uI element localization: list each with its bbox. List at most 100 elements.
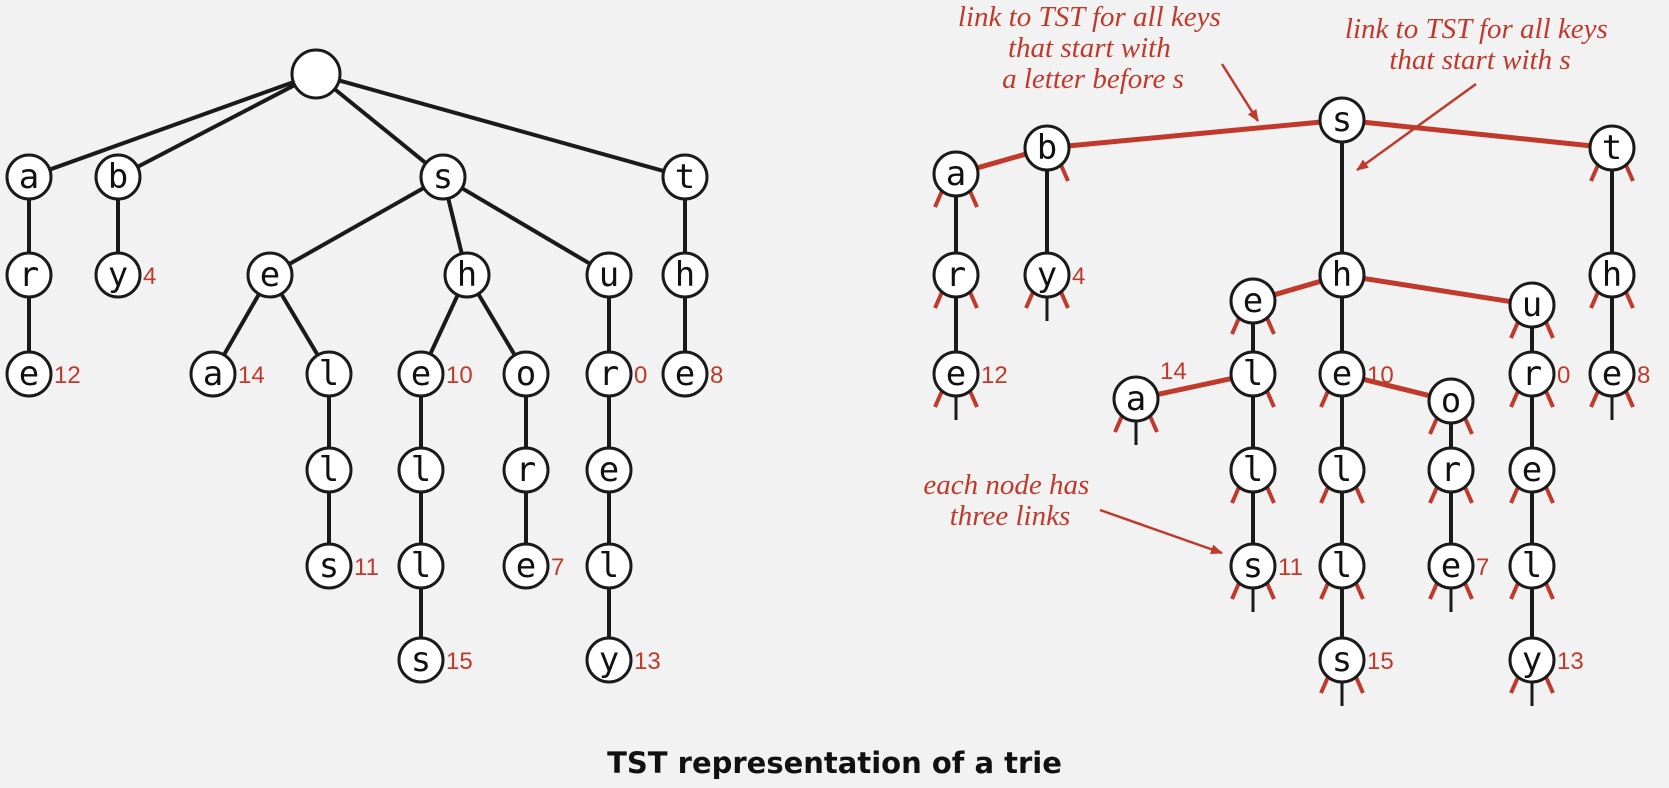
trie-node-sells: s 11 <box>305 542 379 590</box>
tst-node-sea: a14 <box>1112 358 1187 423</box>
tst-null-left-link <box>1428 417 1439 435</box>
annotation-three-links-line-2: three links <box>950 500 1071 532</box>
trie-node-letter: t <box>675 157 695 197</box>
annotation-three-links-line-1: each node has <box>923 469 1089 501</box>
tst-node-letter: s <box>1243 546 1263 586</box>
tst-null-left-link <box>1319 486 1330 504</box>
tst-node-b: b <box>1023 124 1071 172</box>
trie-node-circle <box>585 350 633 398</box>
tst-node-letter: l <box>1522 546 1542 586</box>
tst-node-circle <box>1508 542 1556 590</box>
trie-node-root <box>290 48 342 100</box>
tst-node-letter: e <box>1243 281 1263 321</box>
annotation-start-with-s-line-1: link to TST for all keys <box>1345 13 1608 45</box>
tst-null-left-link <box>1589 390 1600 408</box>
annotation-before-s-line-1: link to TST for all keys <box>958 1 1221 33</box>
trie-node-circle <box>305 446 353 494</box>
tst-node-sure: e <box>1508 446 1556 494</box>
tst-null-right-link <box>1265 317 1276 335</box>
trie-node-letter: e <box>260 255 280 295</box>
trie-node-circle <box>419 153 467 201</box>
trie-node-s: s <box>419 153 467 201</box>
trie-node-letter: a <box>19 157 39 197</box>
trie-node-circle <box>397 350 445 398</box>
tst-node-se: e <box>1229 277 1277 325</box>
trie-node-letter: s <box>319 546 339 586</box>
trie-value-label: 12 <box>54 362 81 389</box>
tst-null-right-link <box>1354 676 1365 694</box>
trie-node-letter: e <box>411 354 431 394</box>
tst-null-right-link <box>968 390 979 408</box>
tst-null-left-link <box>933 190 944 208</box>
tst-node-th: h <box>1588 251 1636 299</box>
tst-null-right-link <box>1059 164 1070 182</box>
trie-node-letter: e <box>675 354 695 394</box>
trie-node-circle <box>305 350 353 398</box>
tst-node-surel: l <box>1508 542 1556 590</box>
tst-null-right-link <box>1265 486 1276 504</box>
tst-null-left-link <box>1589 291 1600 309</box>
tst-node-circle <box>1318 542 1366 590</box>
trie-node-letter: r <box>599 354 619 394</box>
annotation-before-s-line-2: that start with <box>1008 32 1171 64</box>
tst-null-right-link <box>1059 291 1070 309</box>
trie-node-circle <box>502 350 550 398</box>
trie-node-letter: y <box>599 640 619 680</box>
tst-value-label: 13 <box>1557 648 1584 675</box>
trie-node-letter: y <box>108 255 128 295</box>
tst-node-circle <box>932 150 980 198</box>
trie-value-label: 11 <box>354 554 379 581</box>
trie-node-circle <box>397 446 445 494</box>
trie-node-circle <box>661 251 709 299</box>
tst-value-label: 14 <box>1160 358 1187 385</box>
trie-node-circle <box>246 251 294 299</box>
arrow-start-with-s <box>1356 82 1477 172</box>
trie-node-circle <box>443 251 491 299</box>
tst-null-right-link <box>1544 390 1555 408</box>
tst-value-label: 11 <box>1278 554 1303 581</box>
tst-node-letter: u <box>1522 285 1542 325</box>
trie-node-th: h <box>661 251 709 299</box>
tst-null-right-link <box>1463 417 1474 435</box>
trie-node-circle <box>502 446 550 494</box>
trie-value-label: 7 <box>551 554 564 581</box>
trie-node-letter: l <box>411 450 431 490</box>
trie-edges <box>27 78 687 638</box>
tst-null-right-link <box>1354 582 1365 600</box>
tst-value-label: 12 <box>981 362 1008 389</box>
tst-side-link <box>1362 376 1431 399</box>
trie-node-circle <box>397 542 445 590</box>
tst-node-letter: e <box>1602 354 1622 394</box>
tst-node-circle <box>1229 350 1277 398</box>
trie-edge <box>338 78 665 174</box>
trie-value-label: 15 <box>446 648 473 675</box>
tst-value-label: 0 <box>1557 362 1570 389</box>
tst-null-left-link <box>1230 317 1241 335</box>
tst-node-circle <box>1508 350 1556 398</box>
tst-node-letter: t <box>1602 128 1622 168</box>
tst-node-s: s <box>1318 96 1366 144</box>
trie-node-sell: l <box>305 446 353 494</box>
tst-node-circle <box>1588 124 1636 172</box>
trie-node-letter: r <box>19 255 39 295</box>
trie-edge <box>476 292 517 357</box>
tst-node-t: t <box>1588 124 1636 172</box>
trie-node-letter: a <box>203 354 223 394</box>
tst-node-circle <box>1508 281 1556 329</box>
tst-null-right-link <box>1463 582 1474 600</box>
trie-node-surely: y 13 <box>585 636 661 684</box>
trie-node-letter: e <box>19 354 39 394</box>
trie-value-label: 13 <box>634 648 661 675</box>
svg-text:link to TST for all keys: link to TST for all keys that start with… <box>958 1 1228 95</box>
tst-null-right-link <box>1544 321 1555 339</box>
tst-node-circle <box>1588 251 1636 299</box>
tst-node-letter: e <box>946 354 966 394</box>
tst-side-link <box>976 151 1027 171</box>
tst-null-right-link <box>1544 582 1555 600</box>
